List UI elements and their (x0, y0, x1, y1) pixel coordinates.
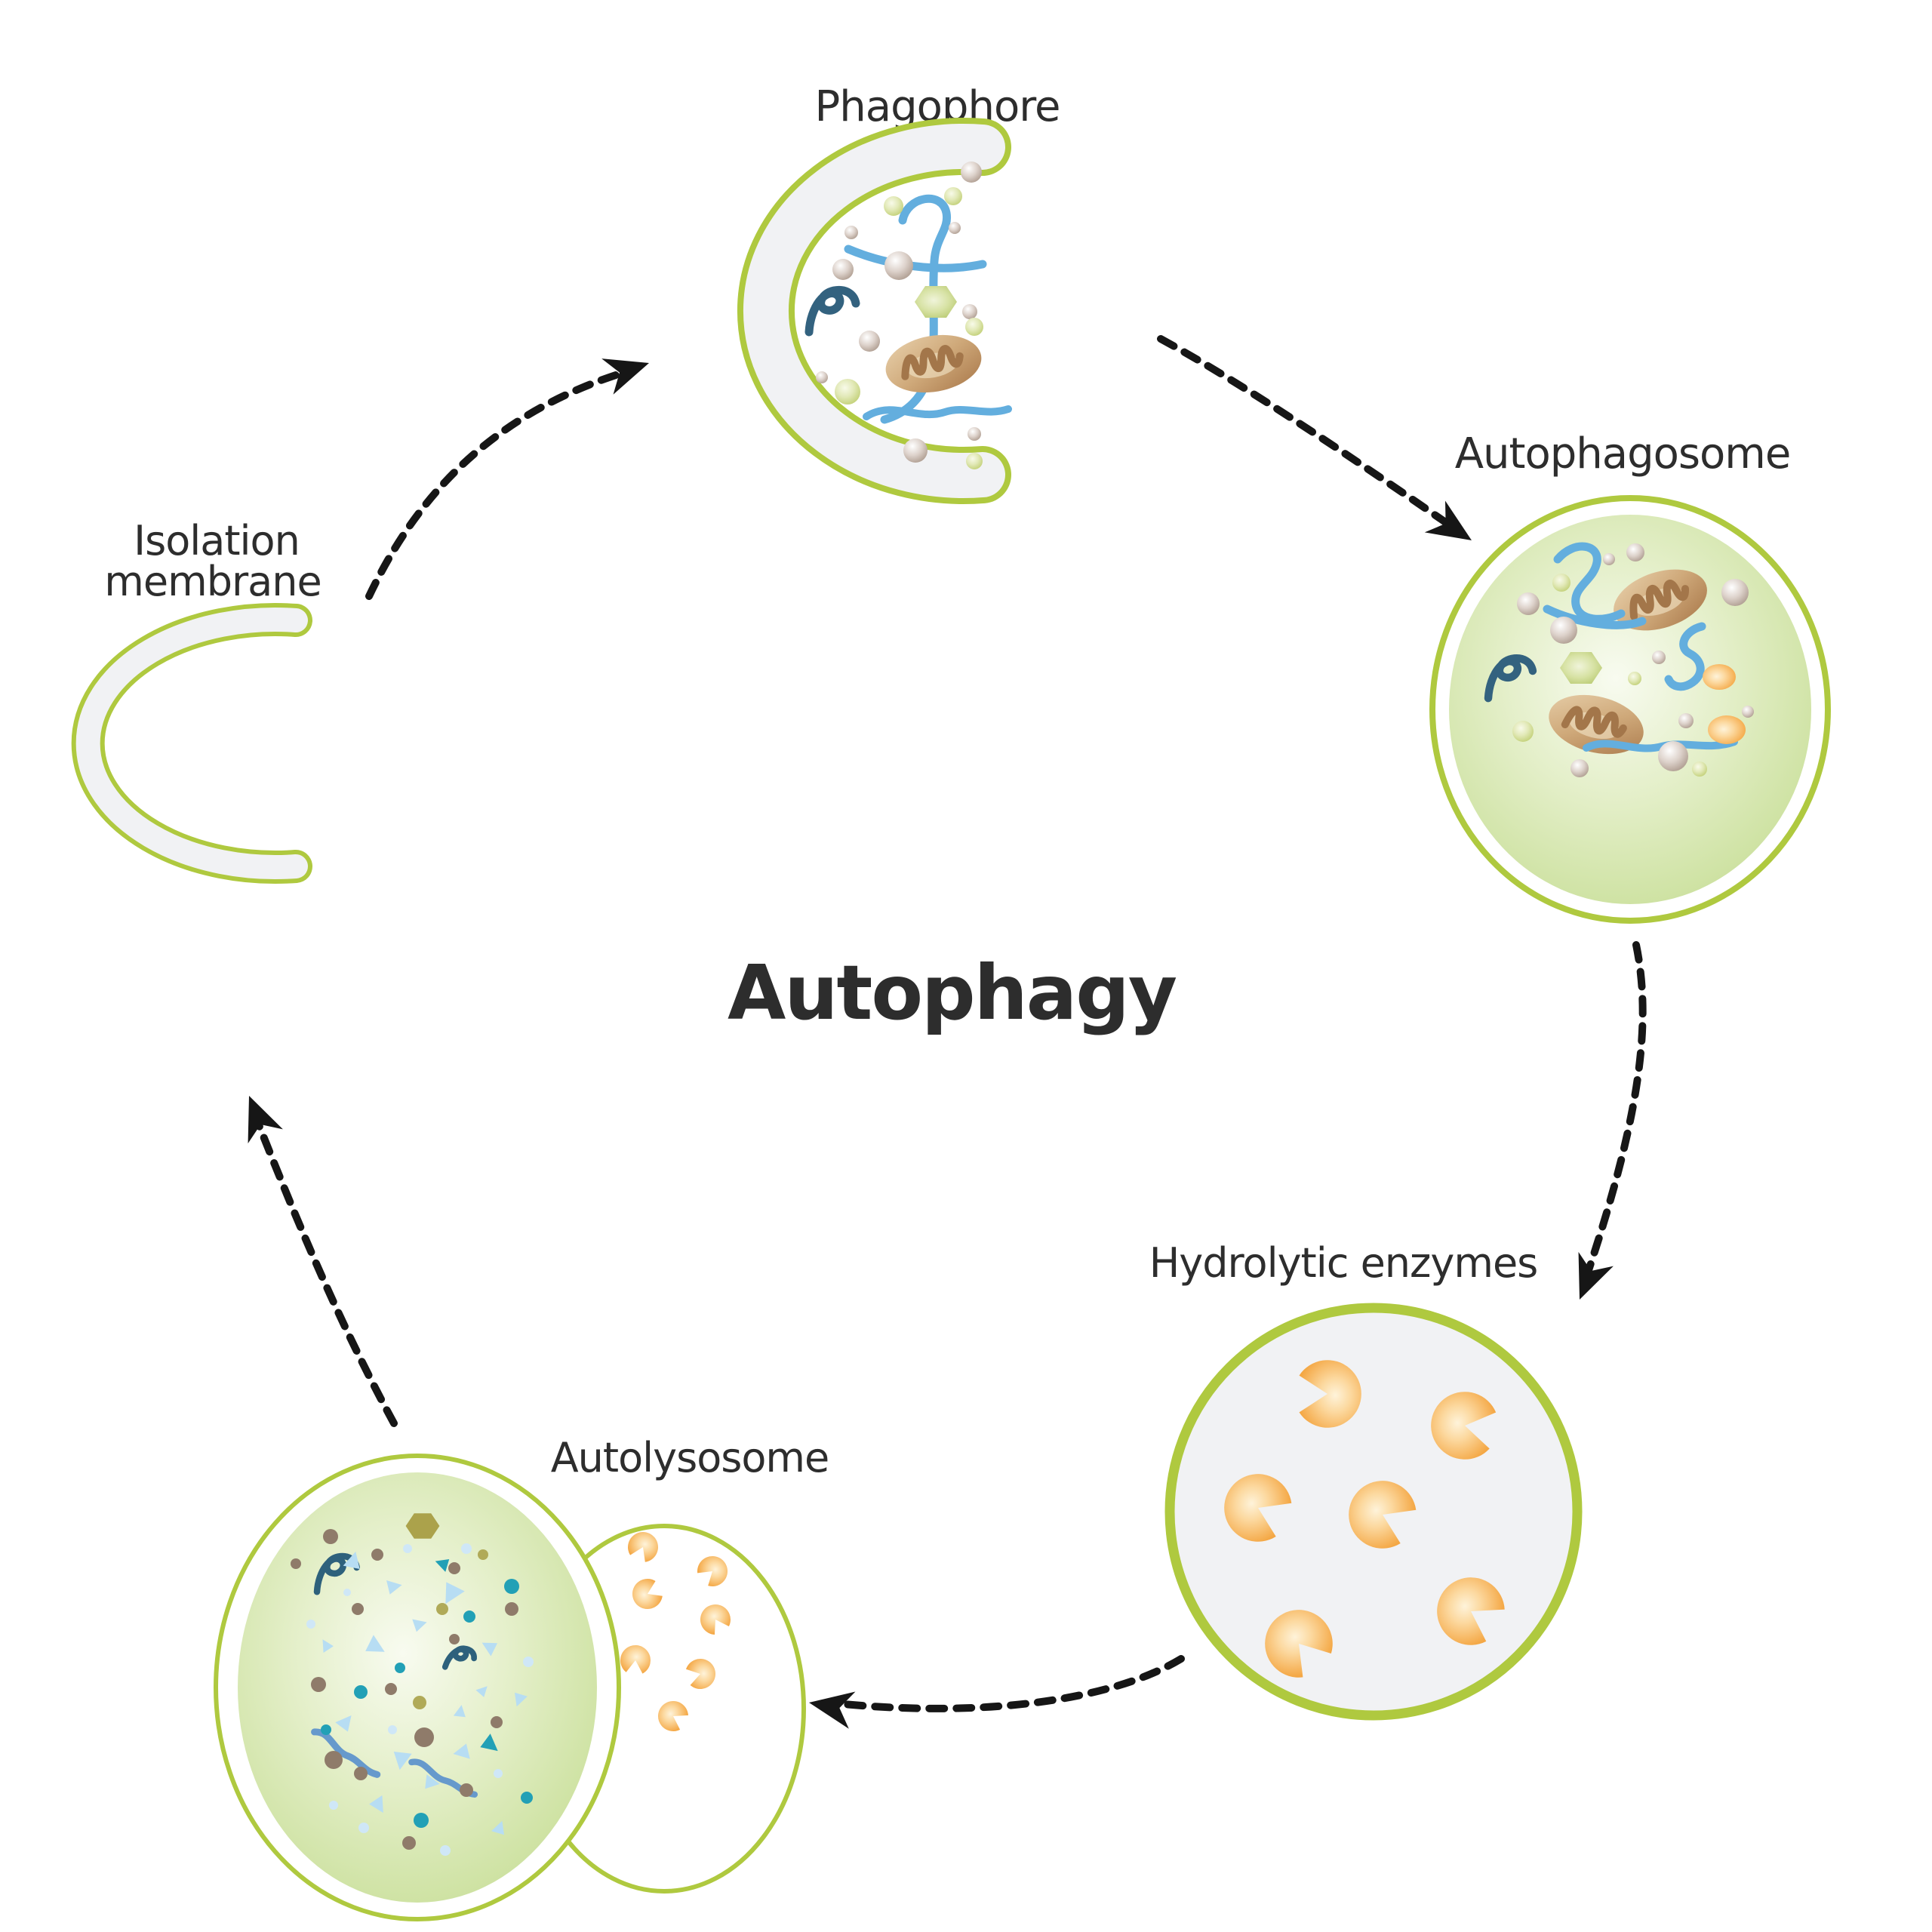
hydrolytic-enzymes-label: Hydrolytic enzymes (1149, 1239, 1538, 1287)
autophagosome-cargo (1488, 542, 1754, 777)
cargo-squiggle-blue-icon (1543, 605, 1647, 629)
arrow-phagophore-to-autophagosome (1157, 335, 1472, 540)
lipid-droplet-icon (1703, 664, 1736, 690)
vesicle-olive-dots (835, 187, 983, 469)
autolysosome-debris (291, 1513, 534, 1856)
cargo-wave-blue-icon (863, 405, 1012, 420)
vesicle-olive-dots (1512, 574, 1707, 777)
lipid-droplet-icon (1708, 715, 1746, 744)
mitochondrion-icon (881, 328, 986, 399)
isolation-membrane-icon (71, 603, 312, 884)
stage-phagophore: Phagophore (737, 82, 1060, 504)
autophagosome-label: Autophagosome (1455, 429, 1791, 478)
autolysosome-label: Autolysosome (551, 1434, 829, 1481)
cargo-squiggle-blue-icon (1553, 542, 1626, 623)
page-title: Autophagy (728, 949, 1177, 1037)
vesicle-spheres (1517, 543, 1754, 777)
phagophore-cargo (809, 162, 1012, 469)
stage-hydrolytic-enzymes: Hydrolytic enzymes (1149, 1239, 1583, 1721)
debris-olive (413, 1549, 488, 1709)
arrow-autolysosome-to-isolation (248, 1096, 398, 1427)
cargo-squiggle-teal-icon (809, 290, 856, 332)
isolation-membrane-label-line1: Isolation (134, 517, 300, 565)
flow-arrows (248, 335, 1647, 1729)
autophagosome-cytoplasm (1449, 515, 1811, 904)
cargo-squiggle-blue-icon (844, 245, 987, 272)
debris-teal (321, 1555, 533, 1828)
protein-hexagon-icon (915, 286, 957, 318)
debris-brown (291, 1529, 518, 1850)
stage-autolysosome: Autolysosome (214, 1434, 829, 1921)
arrow-lysosome-to-autolysosome (809, 1655, 1185, 1729)
phagophore-membrane-icon (737, 118, 1011, 504)
vesicle-spheres (816, 162, 982, 463)
arrow-isolation-to-phagophore (365, 358, 649, 600)
isolation-membrane-label-line2: membrane (104, 558, 321, 605)
stage-autophagosome: Autophagosome (1429, 429, 1831, 924)
stage-isolation-membrane: Isolation membrane (71, 517, 322, 884)
autolysosome-lumen (238, 1472, 597, 1903)
arrow-autophagosome-to-lysosome (1578, 941, 1647, 1300)
debris-dots-paleblue (306, 1543, 534, 1856)
